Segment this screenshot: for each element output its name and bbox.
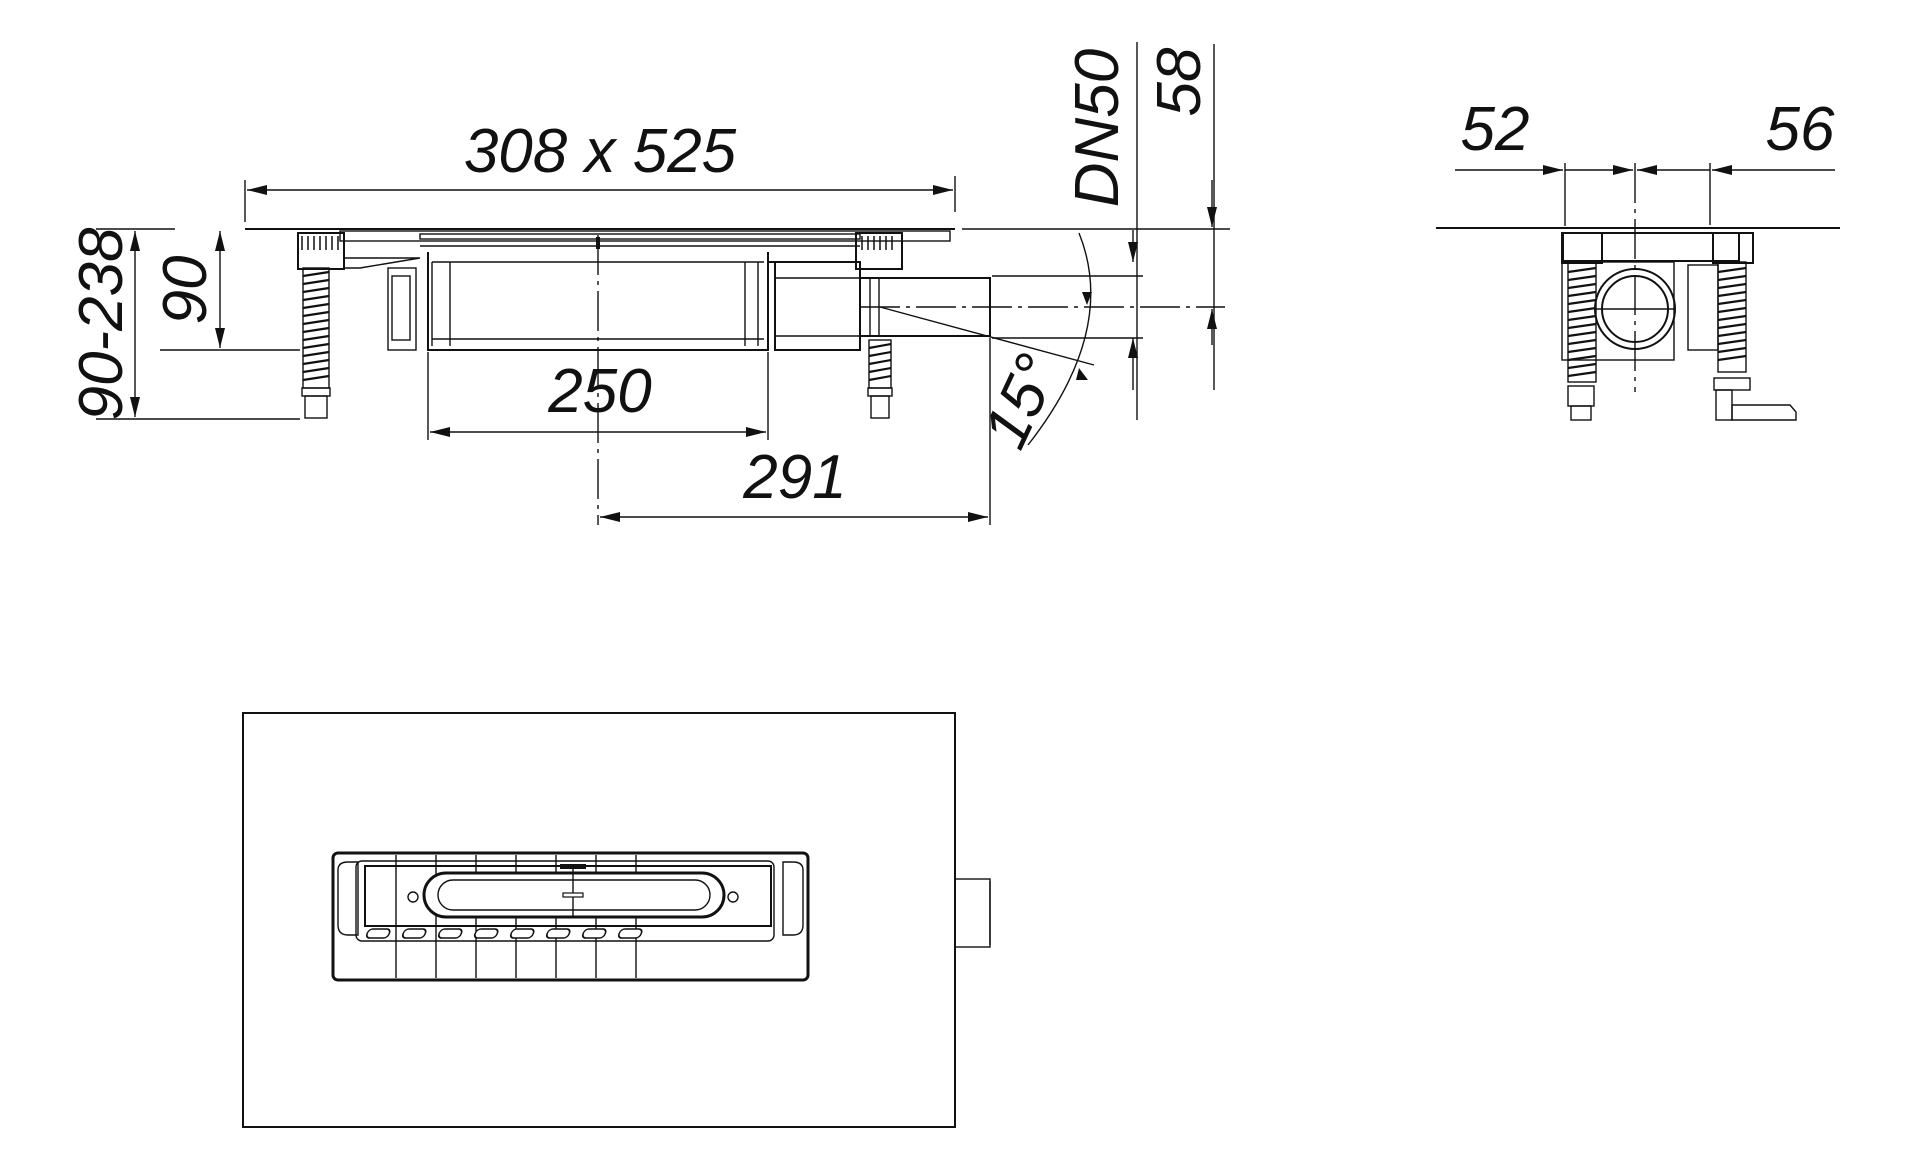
left-leveling-foot [301,267,331,419]
pipe-size-label: DN50 [1063,49,1132,208]
side-view: 308 x 525 90-238 90 [67,42,1230,525]
left-offset-label: 52 [1461,95,1530,164]
end-left-leveling-foot [1561,232,1603,421]
plan-view [242,712,991,1128]
outlet-angle-label: 15° [970,344,1072,458]
dimension-left-offset: 52 [1455,95,1636,392]
dimension-right-offset: 56 [1637,95,1835,225]
drain-grate [331,851,810,982]
height-range-label: 90-238 [67,227,136,421]
min-height-label: 90 [151,256,220,325]
overall-size-label: 308 x 525 [464,117,737,186]
right-offset-label: 56 [1766,95,1835,164]
end-view: 52 56 [1436,95,1840,421]
dimension-min-height: 90 [151,231,300,351]
end-right-leveling-foot [1712,232,1797,421]
dimension-pipe-size: DN50 [992,42,1143,420]
dimension-body-width: 250 [427,352,769,440]
dimension-overall-size: 308 x 525 [244,117,956,222]
dimension-outlet-height: 58 [1145,44,1217,390]
outlet-height-label: 58 [1145,47,1214,116]
dimension-outlet-length: 291 [600,338,991,525]
drain-slots [365,928,643,939]
outlet-stub [954,878,991,948]
drain-body-section [297,230,1225,525]
tray-outline [242,712,956,1128]
body-width-label: 250 [547,357,651,426]
dimension-outlet-angle: 15° [970,232,1092,458]
right-leveling-foot [867,339,893,419]
dimension-height-range: 90-238 [67,227,300,421]
outlet-length-label: 291 [742,443,846,512]
